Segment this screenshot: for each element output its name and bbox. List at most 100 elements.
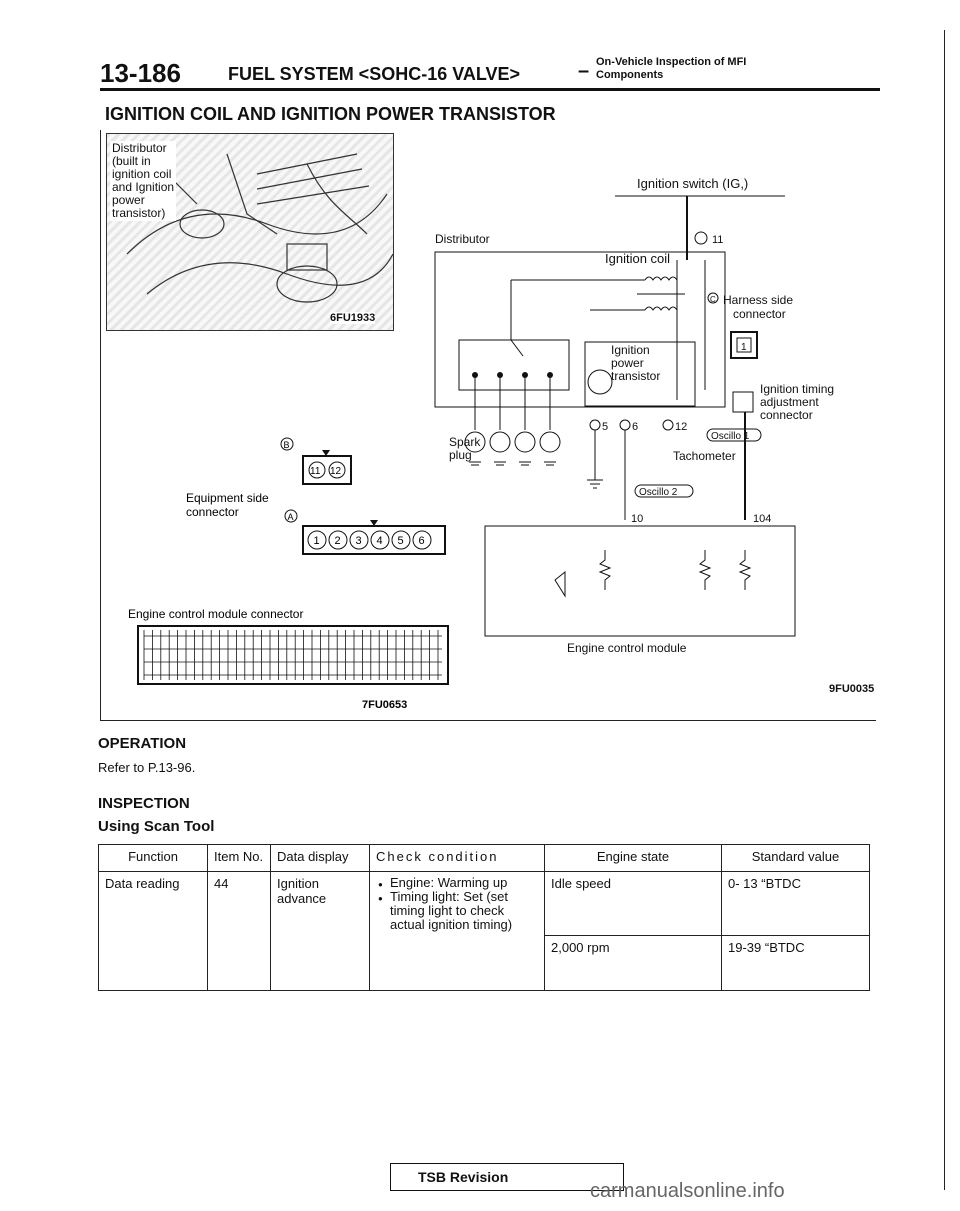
pin104-label: 104 [753, 513, 771, 525]
harness-connector-shell [730, 331, 758, 359]
rotor-arm [510, 339, 524, 357]
ecm-resistor-icon [598, 550, 612, 590]
photo-callout: Distributor (built in ignition coil and … [110, 141, 177, 221]
section-title: FUEL SYSTEM <SOHC-16 VALVE> [228, 64, 521, 84]
connector-a-pin [328, 530, 348, 550]
ecm-resistor-icon-3 [738, 550, 752, 590]
cell-item-no: 44 [207, 871, 271, 991]
coil-primary-winding [644, 276, 678, 281]
ecm-resistor-icon-2 [698, 550, 712, 590]
b11-label: 11 [712, 234, 723, 246]
distributor-label: Distributor [435, 232, 490, 246]
power-transistor-label-3: transistor [611, 369, 660, 383]
operation-heading: OPERATION [98, 735, 187, 752]
distributor-cap [458, 339, 570, 391]
figure-bottom-rule [100, 720, 876, 721]
connector-a-pin-label: 5 [398, 535, 404, 547]
connector-a-marker-icon [284, 509, 298, 523]
cell-standard-value: 0- 13 “BTDC [721, 871, 870, 936]
connector-a-pin-label: 3 [356, 535, 362, 547]
right-margin-rule [944, 30, 945, 1190]
ecm-connector-code: 7FU0653 [362, 699, 407, 711]
photo-callout-line: Distributor [112, 141, 167, 155]
connector-a-pin [391, 530, 411, 550]
spark-plug-icon [514, 431, 536, 453]
col-engine-state: Engine state [544, 844, 722, 872]
pin10-label: 10 [631, 513, 643, 525]
b11-marker-icon [694, 231, 708, 245]
scan-tool-table: Function Item No. Data display Check con… [98, 844, 870, 992]
power-transistor-label-2: power [611, 356, 644, 370]
header-subtitle-line2: Components [596, 69, 664, 81]
spark-plug-icon [464, 431, 486, 453]
a6-marker-icon [619, 419, 631, 431]
display-line-2: advance [277, 891, 327, 906]
ecm-box [484, 525, 796, 637]
header-rule [100, 88, 880, 91]
watermark: carmanualsonline.info [590, 1180, 785, 1202]
condition-item: Timing light: Set (set timing light to c… [378, 890, 538, 932]
ground-icon [587, 479, 603, 489]
photo-callout-line: transistor) [112, 206, 166, 220]
col-data-display: Data display [270, 844, 370, 872]
timing-label-3: connector [760, 408, 813, 422]
col-function: Function [98, 844, 208, 872]
c-marker-icon [707, 292, 719, 304]
harness-connector-pin [736, 337, 752, 353]
connector-a-pin [412, 530, 432, 550]
header-dash: – [578, 60, 590, 82]
col-standard-value: Standard value [721, 844, 870, 872]
ecm-connector-shell [137, 625, 449, 685]
cell-standard-value: 19-39 “BTDC [721, 934, 870, 992]
connector-a-pin-label: 4 [377, 535, 383, 547]
header-subtitle-line1: On-Vehicle Inspection of MFI [596, 56, 747, 68]
spark-plug-icon [539, 431, 561, 453]
cell-check-condition: Engine: Warming up Timing light: Set (se… [369, 871, 545, 991]
harness-label-2: connector [733, 307, 786, 321]
b12-marker-icon [662, 419, 674, 431]
a5-marker-icon [589, 419, 601, 431]
photo-callout-line: power [112, 193, 145, 207]
page-number: 13-186 [100, 58, 181, 88]
harness-pin-label: 1 [741, 342, 747, 353]
equipment-side-label: Equipment side [186, 491, 269, 505]
connector-a-pin [349, 530, 369, 550]
table-row: Data reading 44 Ignition advance Engine:… [98, 871, 870, 991]
connector-b-latch-icon [322, 450, 330, 456]
connector-b-pin [328, 461, 346, 479]
cell-engine-state: Idle speed [544, 871, 722, 936]
connector-b-pin [308, 461, 326, 479]
table-header-row: Function Item No. Data display Check con… [98, 844, 870, 872]
ground-icon [519, 461, 531, 466]
c-letter: C [710, 295, 716, 304]
photo-callout-line: (built in [112, 154, 151, 168]
ecm-connector-label: Engine control module connector [128, 607, 303, 621]
ecm-transistor-icon [554, 570, 566, 598]
timing-label: Ignition timing [760, 382, 834, 396]
schematic-code: 9FU0035 [829, 683, 874, 695]
ground-icon [469, 461, 481, 466]
left-margin-rule [100, 130, 101, 720]
page-title: IGNITION COIL AND IGNITION POWER TRANSIS… [105, 104, 556, 124]
photo-code: 6FU1933 [330, 312, 376, 324]
cell-data-display: Ignition advance [270, 871, 370, 991]
spark-plug-icon [489, 431, 511, 453]
oscillo2-label: Oscillo 2 [639, 487, 678, 498]
connector-a-letter: A [288, 512, 294, 522]
connector-a-pin-label: 1 [314, 535, 320, 547]
ground-icon [494, 461, 506, 466]
distributor-boundary [434, 251, 726, 408]
display-line: Ignition [277, 876, 319, 891]
oscillo2-badge [634, 484, 694, 498]
col-item-no: Item No. [207, 844, 271, 872]
tachometer-label: Tachometer [673, 449, 736, 463]
ignition-coil-label: Ignition coil [605, 251, 670, 266]
cell-function: Data reading [98, 871, 208, 991]
harness-label: Harness side [723, 293, 793, 307]
connector-a-pin-label: 6 [419, 535, 425, 547]
coil-secondary-winding [644, 306, 678, 311]
connector-b-letter: B [284, 440, 290, 450]
photo-callout-line: ignition coil [112, 167, 172, 181]
power-transistor-box [584, 341, 696, 407]
